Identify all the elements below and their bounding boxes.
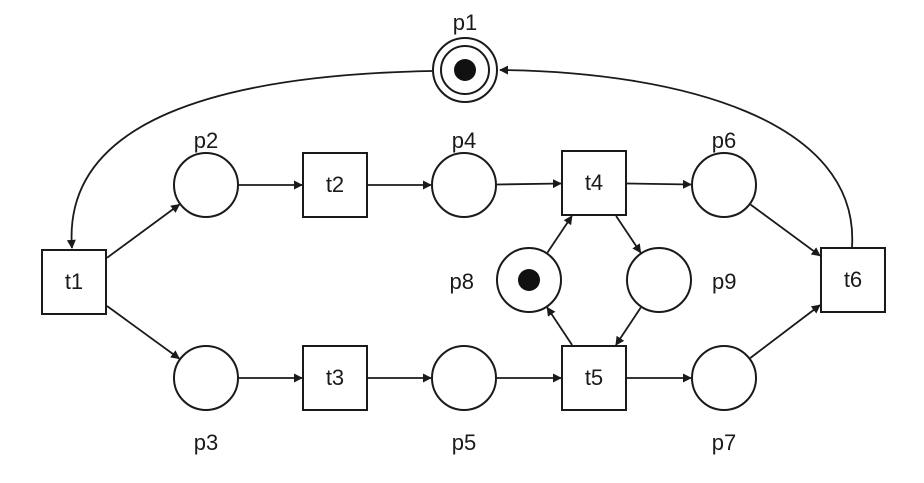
place-circle <box>173 345 239 411</box>
transition-t3: t3 <box>302 345 368 411</box>
arc-t1-to-p3 <box>106 305 181 360</box>
place-label-p1: p1 <box>453 10 477 35</box>
transition-box <box>302 345 368 411</box>
transition-t4: t4 <box>561 150 627 216</box>
place-p3 <box>173 345 239 411</box>
transition-box <box>41 249 107 315</box>
transition-t2: t2 <box>302 152 368 218</box>
token <box>454 59 476 81</box>
transition-t6: t6 <box>820 247 886 313</box>
transition-label-t3: t3 <box>326 365 344 390</box>
transition-label-t5: t5 <box>585 365 603 390</box>
arc-t6-to-p1 <box>499 65 853 248</box>
place-label-p9: p9 <box>712 269 736 294</box>
transition-label-t4: t4 <box>585 170 603 195</box>
transition-t1: t1 <box>41 249 107 315</box>
place-p7 <box>691 345 757 411</box>
place-label-p7: p7 <box>712 430 736 455</box>
arcs-layer <box>66 65 853 383</box>
place-p6 <box>691 152 757 218</box>
arc-p9-to-t5 <box>615 307 642 346</box>
arc-p6-to-t6 <box>750 203 821 257</box>
place-circle <box>431 345 497 411</box>
place-label-p8: p8 <box>450 269 474 294</box>
place-p8 <box>496 247 562 313</box>
nodes-layer: t1 t2 t3 t4 t5 t6 <box>41 37 886 411</box>
arc-p8-to-t4 <box>546 215 573 254</box>
place-p9 <box>626 247 692 313</box>
place-p4 <box>431 152 497 218</box>
arc-p7-to-t6 <box>749 304 821 359</box>
arc-t4-to-p9 <box>615 215 642 254</box>
place-p5 <box>431 345 497 411</box>
arc-p4-to-t4 <box>496 179 562 189</box>
place-label-p6: p6 <box>712 128 736 153</box>
transition-box <box>561 150 627 216</box>
arc-t5-to-p8 <box>546 306 573 346</box>
place-label-p3: p3 <box>194 430 218 455</box>
place-circle <box>173 152 239 218</box>
place-p2 <box>173 152 239 218</box>
arc-t4-to-p6 <box>626 179 692 189</box>
transition-box <box>561 345 627 411</box>
place-circle <box>691 152 757 218</box>
transition-box <box>302 152 368 218</box>
place-circle <box>691 345 757 411</box>
transition-label-t1: t1 <box>65 269 83 294</box>
token <box>518 269 540 291</box>
place-circle <box>626 247 692 313</box>
place-label-p2: p2 <box>194 128 218 153</box>
labels-layer: p1 p2 p3 p4 p5 p6 p7 p8 p9 <box>194 10 737 455</box>
arc-p1-to-t1 <box>66 70 433 249</box>
place-label-p4: p4 <box>452 128 476 153</box>
place-circle <box>431 152 497 218</box>
transition-t5: t5 <box>561 345 627 411</box>
transition-box <box>820 247 886 313</box>
arc-t1-to-p2 <box>106 203 181 259</box>
transition-label-t2: t2 <box>326 172 344 197</box>
transition-label-t6: t6 <box>844 267 862 292</box>
place-label-p5: p5 <box>452 430 476 455</box>
place-p1 <box>432 37 498 103</box>
